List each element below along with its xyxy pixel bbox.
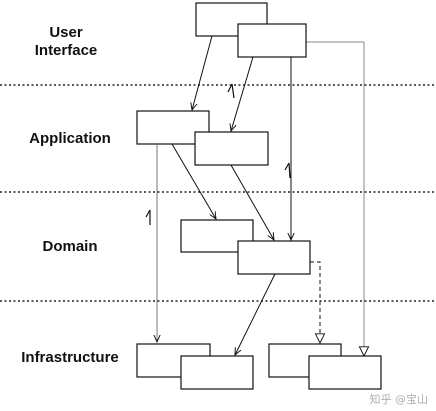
arrow-ui1-to-app1 (192, 35, 213, 110)
app-box-2 (194, 131, 269, 166)
layer-label-infrastructure: Infrastructure (21, 349, 119, 366)
domain-box-2 (237, 240, 311, 275)
tick-mark-app-2 (145, 209, 151, 218)
arrow-app1-to-domain1 (171, 143, 216, 219)
tick-mark-ui (231, 83, 235, 99)
watermark: 知乎 @宝山 (369, 393, 429, 406)
infra-box-4 (308, 355, 382, 390)
infra-box-2 (180, 355, 254, 390)
line-ui-to-infra-right (300, 41, 364, 356)
ui-box-2 (237, 23, 307, 58)
layer-label-application: Application (29, 130, 111, 147)
arrow-domain2-to-infra4 (310, 261, 320, 343)
tick-mark-domain (288, 162, 291, 179)
arrow-ui2-to-app2 (231, 56, 254, 131)
arrow-app2-to-domain2 (230, 164, 274, 240)
layer-label-line-2: Interface (34, 42, 98, 59)
layer-label-user-interface: User Interface (22, 24, 110, 60)
tick-mark-ui-2 (227, 83, 233, 93)
tick-mark-domain-2 (284, 162, 290, 171)
arrow-domain2-to-infra2 (235, 273, 276, 355)
layer-label-line-1: User (49, 24, 83, 41)
layer-label-domain: Domain (42, 238, 98, 255)
